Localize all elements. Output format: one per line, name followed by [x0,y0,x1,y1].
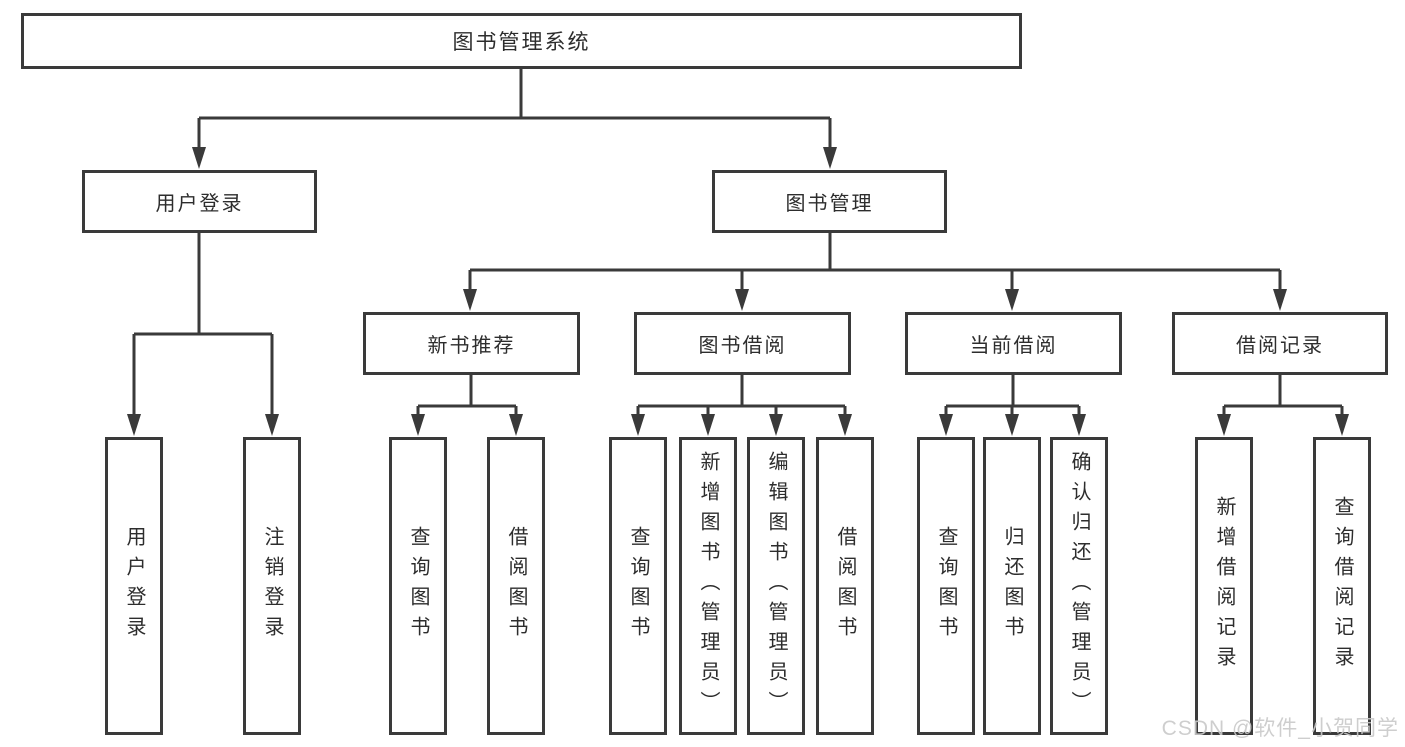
leaf-user-login-label: 用户登录 [123,526,145,646]
leaf-borrow-books-recommend: 借阅图书 [487,437,545,735]
node-current-borrow-label: 当前借阅 [969,335,1058,357]
node-current-borrow: 当前借阅 [905,312,1122,375]
leaf-query-books-recommend-label: 查询图书 [407,526,429,646]
node-new-book-recommend: 新书推荐 [363,312,580,375]
leaf-query-books-current: 查询图书 [917,437,975,735]
leaf-borrow-books-label: 借阅图书 [834,526,856,646]
node-book-borrow-label: 图书借阅 [698,335,787,357]
leaf-add-borrow-record-label: 新增借阅记录 [1213,496,1235,676]
node-book-borrow: 图书借阅 [634,312,851,375]
arrowhead-icons [127,147,1349,436]
leaf-query-books-current-label: 查询图书 [935,526,957,646]
leaf-logout: 注销登录 [243,437,301,735]
leaf-return-books: 归还图书 [983,437,1041,735]
leaf-query-books-recommend: 查询图书 [389,437,447,735]
node-new-book-recommend-label: 新书推荐 [427,335,516,357]
node-root-label: 图书管理系统 [452,31,591,54]
leaf-add-books-admin-label: 新增图书（管理员） [697,451,719,721]
node-borrow-records: 借阅记录 [1172,312,1388,375]
node-user-login-label: 用户登录 [155,193,244,215]
leaf-add-borrow-record: 新增借阅记录 [1195,437,1253,735]
leaf-confirm-return-admin-label: 确认归还（管理员） [1068,451,1090,721]
leaf-query-borrow-record-label: 查询借阅记录 [1331,496,1353,676]
leaf-confirm-return-admin: 确认归还（管理员） [1050,437,1108,735]
leaf-edit-books-admin: 编辑图书（管理员） [747,437,805,735]
node-root-system: 图书管理系统 [21,13,1022,69]
leaf-query-borrow-record: 查询借阅记录 [1313,437,1371,735]
leaf-query-books-borrow: 查询图书 [609,437,667,735]
leaf-return-books-label: 归还图书 [1001,526,1023,646]
node-book-management-label: 图书管理 [785,193,874,215]
leaf-edit-books-admin-label: 编辑图书（管理员） [765,451,787,721]
leaf-borrow-books: 借阅图书 [816,437,874,735]
node-borrow-records-label: 借阅记录 [1236,335,1324,357]
csdn-watermark: CSDN @软件_小贺同学 [1161,717,1399,740]
leaf-add-books-admin: 新增图书（管理员） [679,437,737,735]
leaf-borrow-books-recommend-label: 借阅图书 [505,526,527,646]
leaf-query-books-borrow-label: 查询图书 [627,526,649,646]
leaf-user-login: 用户登录 [105,437,163,735]
leaf-logout-label: 注销登录 [261,526,283,646]
node-book-management: 图书管理 [712,170,947,233]
node-user-login: 用户登录 [82,170,317,233]
